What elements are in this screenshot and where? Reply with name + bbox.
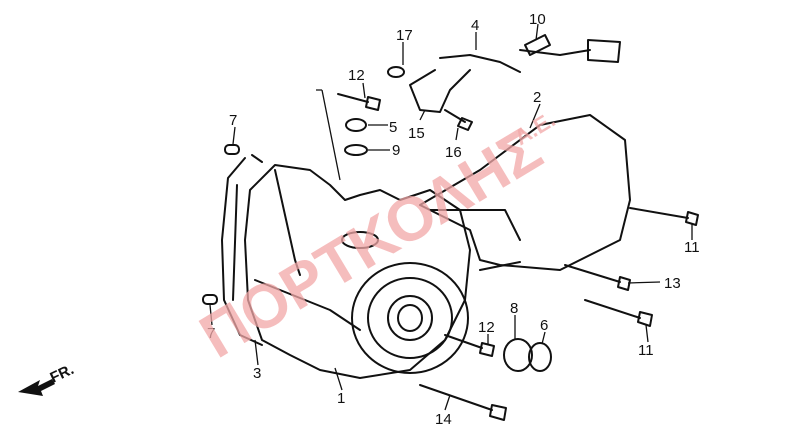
callout-14: 14 bbox=[435, 411, 452, 428]
callout-1: 1 bbox=[337, 390, 345, 407]
callout-2: 2 bbox=[533, 89, 541, 106]
callout-4: 4 bbox=[471, 17, 479, 34]
cap-6 bbox=[528, 342, 552, 372]
callout-11-lower: 11 bbox=[638, 342, 654, 359]
callout-16: 16 bbox=[445, 144, 462, 161]
direction-label: FR. bbox=[48, 361, 77, 387]
callout-6: 6 bbox=[540, 317, 548, 334]
callout-3: 3 bbox=[253, 365, 261, 382]
bolt-16 bbox=[444, 109, 473, 131]
leader-lines bbox=[209, 23, 693, 411]
callout-9: 9 bbox=[392, 142, 400, 159]
bolt-12-bottom bbox=[444, 334, 495, 357]
sensor-harness-part bbox=[409, 34, 621, 113]
side-cover-part bbox=[419, 114, 631, 271]
callout-12-lower: 12 bbox=[478, 319, 495, 336]
crankcase-cover-part bbox=[244, 164, 471, 379]
bolt-11-bottom bbox=[584, 299, 653, 327]
callout-12: 12 bbox=[348, 67, 365, 84]
callout-8: 8 bbox=[510, 300, 518, 317]
callout-10: 10 bbox=[529, 11, 546, 28]
callout-13: 13 bbox=[664, 275, 681, 292]
plug-5 bbox=[345, 118, 367, 132]
callout-17: 17 bbox=[396, 27, 413, 44]
bolt-13 bbox=[564, 264, 631, 291]
oring-17 bbox=[387, 66, 405, 78]
gasket-part bbox=[221, 154, 263, 346]
callout-7: 7 bbox=[229, 112, 237, 129]
bolt-14 bbox=[419, 384, 507, 421]
callout-5: 5 bbox=[389, 119, 397, 136]
watermark: ΠΟΡΤΚΟΛΗΣ Α.Ε. bbox=[189, 107, 560, 372]
bolt-12-top bbox=[337, 93, 381, 111]
cap-8 bbox=[503, 338, 533, 372]
callout-11: 11 bbox=[684, 239, 700, 256]
callout-7-lower: 7 bbox=[207, 325, 215, 342]
bolt-11-top bbox=[629, 207, 699, 226]
front-direction-arrow bbox=[18, 379, 55, 396]
callout-15: 15 bbox=[408, 125, 425, 142]
oring-9 bbox=[344, 144, 368, 156]
dowel-7-bottom bbox=[202, 294, 218, 305]
dowel-7-top bbox=[224, 144, 240, 155]
